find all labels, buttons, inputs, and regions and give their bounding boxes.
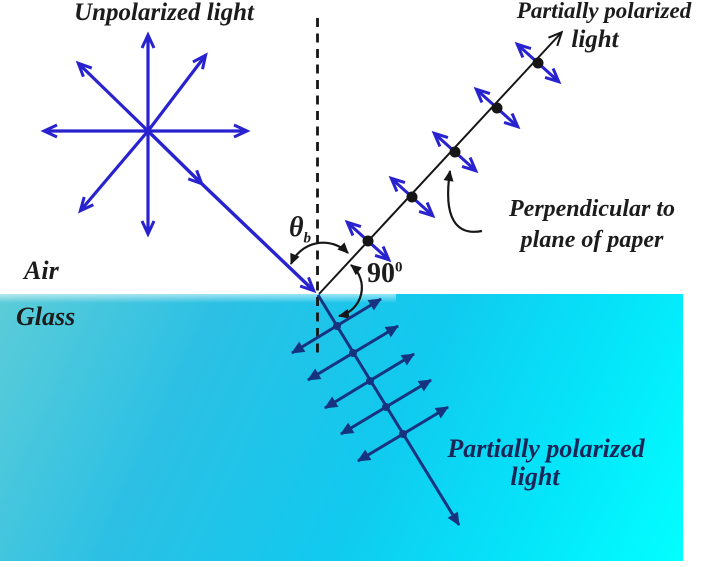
unpolarized-light-label: Unpolarized light	[74, 0, 254, 26]
right-angle-label: 900	[367, 258, 403, 289]
refracted-label-line2: light	[510, 462, 560, 492]
reflected-label-line1: Partially polarized	[516, 0, 692, 23]
reflected-label-line2: light	[571, 25, 619, 53]
perpendicular-note-line1: Perpendicular to	[509, 196, 675, 222]
refracted-partially-polarized-label: Partially polarized light	[428, 434, 664, 491]
brewster-angle-label: θb	[289, 212, 311, 247]
incident-ray-segment	[146, 129, 205, 187]
glass-label: Glass	[16, 302, 76, 331]
reflected-ray	[318, 30, 564, 295]
ray-node	[349, 349, 357, 357]
refracted-label-line1: Partially polarized	[447, 434, 645, 463]
polarization-dot	[362, 235, 374, 247]
starburst-arm	[78, 129, 150, 214]
right-angle-superscript: 0	[395, 259, 403, 276]
starburst-arm	[146, 52, 208, 132]
starburst-arm	[75, 60, 150, 133]
incident-ray-segment	[199, 181, 317, 294]
theta-symbol: θ	[289, 212, 304, 243]
reflected-partially-polarized-label: Partially polarized light	[486, 0, 720, 54]
polarization-dots	[362, 57, 544, 247]
perpendicular-note-line2: plane of paper	[520, 226, 664, 253]
air-label: Air	[24, 256, 59, 285]
ray-node	[333, 322, 341, 330]
polarization-dot	[449, 146, 461, 158]
ray-node	[382, 403, 390, 411]
refracted-ray	[291, 294, 461, 526]
incident-ray	[146, 129, 317, 294]
brewster-angle-arc	[289, 241, 349, 265]
polarization-dot	[406, 191, 418, 203]
polarization-dot	[532, 57, 544, 69]
right-angle-arc	[338, 264, 363, 319]
perpendicular-note-label: Perpendicular to plane of paper	[468, 194, 716, 255]
unpolarized-starburst	[40, 31, 251, 238]
ray-node	[366, 377, 374, 385]
right-angle-value: 90	[367, 258, 395, 289]
theta-subscript: b	[303, 230, 312, 247]
polarization-dot	[491, 102, 503, 114]
perpendicular-note-pointer-arrow	[443, 170, 483, 233]
ray-node	[399, 430, 407, 438]
refracted-ray-nodes	[333, 322, 407, 438]
